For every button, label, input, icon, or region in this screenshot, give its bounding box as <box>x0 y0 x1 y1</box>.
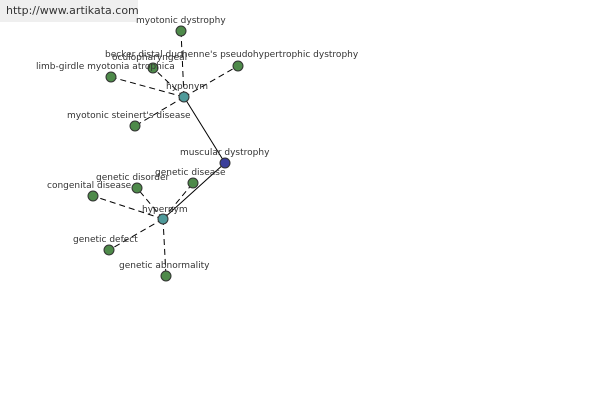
label-myotonic-dystrophy[interactable]: myotonic dystrophy <box>136 16 226 26</box>
label-genetic-abnormality[interactable]: genetic abnormality <box>119 261 210 271</box>
label-becker-distal[interactable]: becker distal duchenne's pseudohypertrop… <box>105 50 359 60</box>
graph-labels: myotonic dystrophy becker distal duchenne… <box>36 16 359 271</box>
node-oculopharyngeal[interactable] <box>147 62 159 74</box>
node-genetic-disease[interactable] <box>187 177 199 189</box>
node-genetic-abnormality[interactable] <box>160 270 172 282</box>
node-limb-girdle[interactable] <box>105 71 117 83</box>
label-hyponym[interactable]: hyponym <box>166 82 208 92</box>
label-myotonic-steinert[interactable]: myotonic steinert's disease <box>67 111 191 121</box>
node-myotonic-dystrophy[interactable] <box>175 25 187 37</box>
node-hypernym[interactable] <box>157 213 169 225</box>
label-hypernym[interactable]: hypernym <box>142 205 188 215</box>
edge-hyponym-limb-girdle <box>110 76 185 98</box>
label-genetic-disorder[interactable]: genetic disorder <box>96 173 170 183</box>
label-center[interactable]: muscular dystrophy <box>180 148 270 158</box>
node-myotonic-steinert[interactable] <box>129 120 141 132</box>
edge-hypernym-congenital-disease <box>92 195 164 220</box>
edge-hyponym-myotonic-dystrophy <box>180 30 185 98</box>
node-becker-distal[interactable] <box>232 60 244 72</box>
node-center[interactable] <box>219 157 231 169</box>
source-url[interactable]: http://www.artikata.com <box>0 0 139 22</box>
node-genetic-defect[interactable] <box>103 244 115 256</box>
label-congenital-disease[interactable]: congenital disease <box>47 181 132 191</box>
label-limb-girdle[interactable]: limb-girdle myotonia atrophica <box>36 62 175 72</box>
label-oculopharyngeal[interactable]: oculopharyngeal <box>112 53 187 63</box>
edge-center-hyponym <box>183 96 226 164</box>
edge-hypernym-genetic-defect <box>108 218 164 251</box>
graph-nodes <box>87 25 244 282</box>
edge-hyponym-becker-distal <box>183 65 239 98</box>
node-genetic-disorder[interactable] <box>131 182 143 194</box>
edge-center-hypernym <box>162 162 226 220</box>
node-hyponym[interactable] <box>178 91 190 103</box>
label-genetic-defect[interactable]: genetic defect <box>73 235 138 245</box>
graph-edges <box>92 30 239 277</box>
edge-hypernym-genetic-disorder <box>136 187 164 220</box>
label-genetic-disease[interactable]: genetic disease <box>155 168 226 178</box>
edge-hyponym-oculopharyngeal <box>152 67 185 98</box>
node-congenital-disease[interactable] <box>87 190 99 202</box>
edge-hypernym-genetic-disease <box>162 182 194 220</box>
